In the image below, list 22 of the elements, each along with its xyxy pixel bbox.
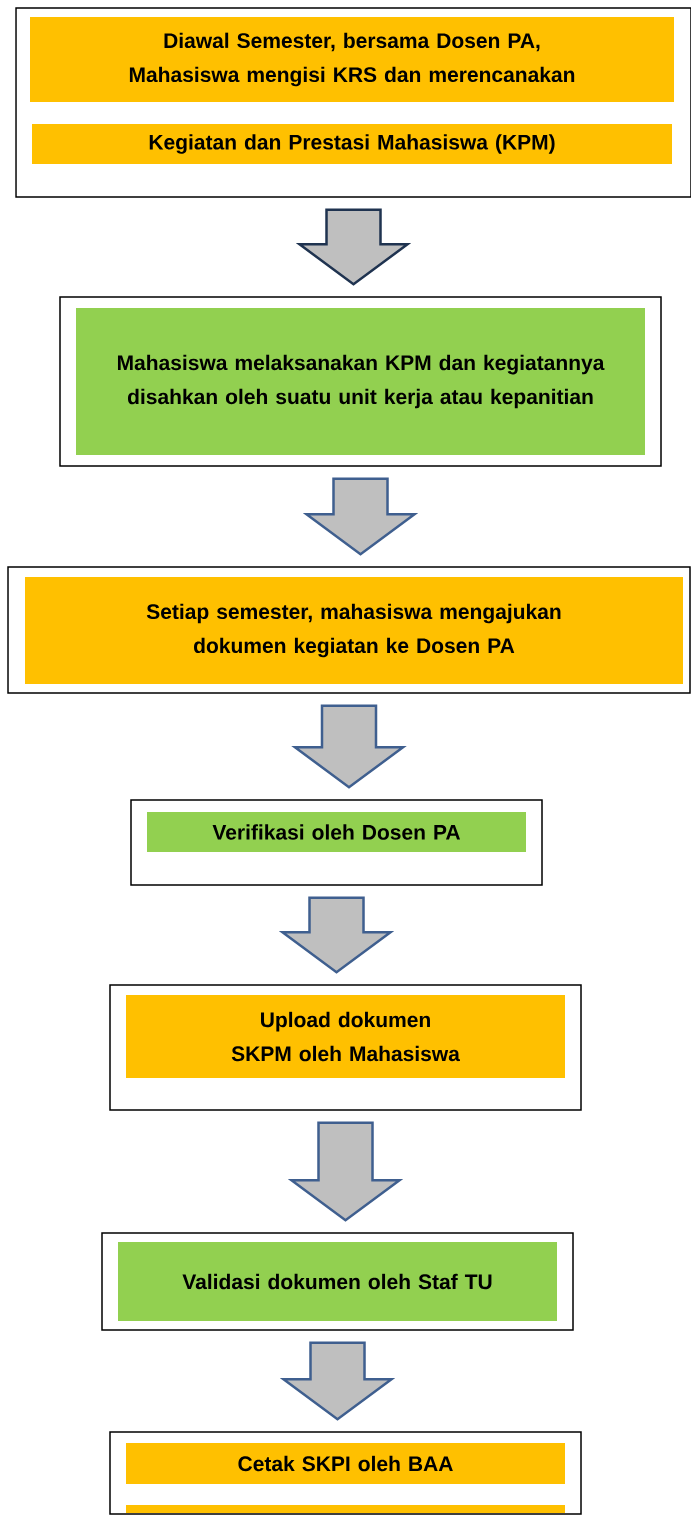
step-box: [130, 799, 543, 886]
block-arrow: [291, 704, 407, 789]
block-arrow: [295, 208, 412, 286]
text-band: Upload dokumen SKPM oleh Mahasiswa: [126, 995, 565, 1078]
text-band: Setiap semester, mahasiswa mengajukan dokumen kegiatan ke Dosen PA: [25, 577, 683, 684]
step-box: [15, 7, 691, 198]
empty-band: [126, 1505, 565, 1513]
text-band: Kegiatan dan Prestasi Mahasiswa (KPM): [32, 124, 672, 164]
step-box: [7, 566, 691, 694]
block-arrow: [279, 1341, 396, 1421]
text-band: Diawal Semester, bersama Dosen PA, Mahasiswa mengisi KRS dan merencanakan: [30, 17, 674, 102]
text-band: Verifikasi oleh Dosen PA: [147, 812, 526, 852]
text-band: Cetak SKPI oleh BAA: [126, 1443, 565, 1484]
block-arrow: [287, 1121, 404, 1222]
step-box: [59, 296, 662, 467]
block-arrow: [278, 896, 395, 974]
text-band: Validasi dokumen oleh Staf TU: [118, 1242, 557, 1321]
step-box: [109, 1431, 582, 1515]
text-band: Mahasiswa melaksanakan KPM dan kegiatannya disahkan oleh suatu unit kerja atau kepanitian: [76, 308, 645, 455]
block-arrow: [302, 477, 419, 556]
step-box: [101, 1232, 574, 1331]
step-box: [109, 984, 582, 1111]
